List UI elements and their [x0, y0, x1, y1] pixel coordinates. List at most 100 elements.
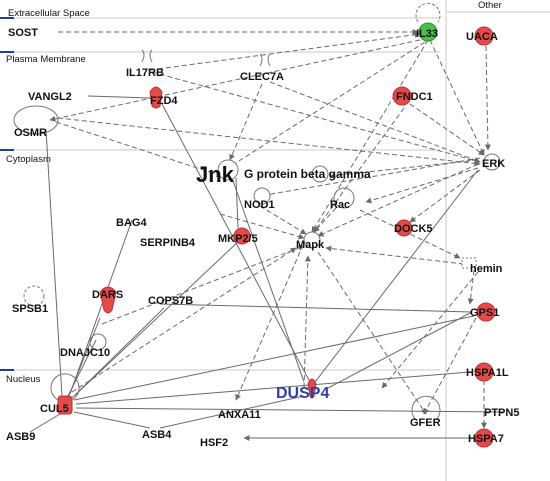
node-rac[interactable]: Rac	[330, 187, 355, 211]
edge-cul5-asb4	[73, 411, 151, 429]
node-fndc1[interactable]: FNDC1	[392, 86, 433, 106]
node-label-dnajc10: DNAJC10	[60, 347, 110, 359]
node-dusp4[interactable]: DUSP4	[276, 378, 329, 402]
node-hemin[interactable]: hemin	[461, 257, 503, 275]
edge-il17rb-il33	[149, 31, 421, 71]
node-mapk[interactable]: Mapk	[296, 231, 325, 251]
node-jnk[interactable]: Jnk	[196, 159, 239, 187]
node-label-hspa1l: HSPA1L	[466, 367, 509, 379]
node-shape-il33	[418, 22, 438, 42]
node-label-dusp4: DUSP4	[276, 385, 329, 402]
node-uaca[interactable]: UACA	[466, 26, 498, 46]
node-serpinb4[interactable]: SERPINB4	[140, 237, 196, 249]
edge-il33-mapk	[311, 39, 429, 233]
edge-clec7a-jnk	[229, 83, 263, 161]
node-label-vangl2: VANGL2	[28, 91, 72, 103]
edge-cul5-asb9	[29, 413, 61, 433]
node-asb9[interactable]: ASB9	[6, 431, 35, 443]
node-label-hsf2: HSF2	[200, 437, 228, 449]
node-label-fzd4: FZD4	[150, 95, 178, 107]
node-il17rb[interactable]: IL17RB	[126, 49, 164, 79]
edge-dars-cul5	[67, 317, 101, 399]
node-asb4[interactable]: ASB4	[142, 429, 172, 441]
node-vangl2[interactable]: VANGL2	[28, 91, 72, 103]
node-dnajc10[interactable]: DNAJC10	[60, 333, 110, 359]
node-shape-erk	[483, 153, 501, 171]
node-erk[interactable]: ERK	[482, 153, 505, 171]
receptor-shape-il17rb	[141, 49, 153, 63]
edge-il33-osmr	[49, 39, 421, 122]
node-osmr[interactable]: OSMR	[13, 105, 59, 139]
edge-il33-erk	[429, 39, 485, 156]
node-label-asb4: ASB4	[142, 429, 172, 441]
node-label-cops7b: COPS7B	[148, 295, 193, 307]
edge-hspa1l-cul5	[75, 371, 471, 405]
node-gfer[interactable]: GFER	[410, 395, 441, 429]
node-shape-hspa7	[474, 428, 494, 448]
node-cul5[interactable]: CUL5	[40, 373, 80, 415]
node-shape-fzd4	[149, 86, 163, 109]
edge-erk-dusp4	[311, 169, 479, 387]
edge-gps1-gfer	[423, 317, 477, 415]
node-anxa11[interactable]: ANXA11	[218, 409, 261, 421]
edge-nod1-mapk	[259, 205, 307, 235]
node-nod1[interactable]: NOD1	[244, 187, 275, 211]
node-label-fndc1: FNDC1	[396, 91, 433, 103]
edge-vangl2-fzd4	[87, 95, 151, 99]
edge-rac-hemin	[359, 209, 461, 259]
edge-cul5-mapk	[71, 247, 297, 393]
edge-jnk-mkp25	[235, 177, 239, 229]
edge-osmr-jnk	[55, 121, 223, 178]
edge-osmr-erk	[57, 117, 481, 167]
dashed-edges	[49, 29, 491, 429]
node-bag4[interactable]: BAG4	[116, 217, 147, 229]
node-clec7a[interactable]: CLEC7A	[240, 53, 284, 83]
edge-gps1-dusp4	[327, 311, 473, 389]
self-loop-il33	[415, 2, 441, 23]
edge-erk-mapk	[317, 163, 479, 237]
node-label-bag4: BAG4	[116, 217, 147, 229]
region-label-plasma-membrane: Plasma Membrane	[6, 54, 86, 65]
node-gpbg[interactable]: G protein beta gamma	[244, 165, 371, 183]
edge-hemin-dusp4	[381, 271, 479, 389]
node-fzd4[interactable]: FZD4	[149, 86, 178, 109]
edge-jnk-dusp4	[231, 177, 305, 383]
node-hsf2[interactable]: HSF2	[200, 437, 228, 449]
node-label-nod1: NOD1	[244, 199, 275, 211]
edge-il33-jnk	[227, 41, 426, 169]
node-shape-dars	[99, 286, 117, 314]
node-sost[interactable]: SOST	[8, 27, 38, 39]
node-label-spsb1: SPSB1	[12, 303, 48, 315]
node-spsb1[interactable]: SPSB1	[12, 285, 48, 315]
node-hspa1l[interactable]: HSPA1L	[466, 362, 509, 382]
node-shape-gpbg	[311, 165, 329, 183]
node-shape-osmr	[13, 105, 59, 135]
node-gps1[interactable]: GPS1	[470, 302, 499, 322]
node-dars[interactable]: DARS	[92, 286, 123, 314]
region-label-extracellular: Extracellular Space	[8, 8, 90, 19]
node-cops7b[interactable]: COPS7B	[148, 295, 193, 307]
node-shape-mapk	[303, 231, 321, 249]
node-label-clec7a: CLEC7A	[240, 71, 284, 83]
node-mkp25[interactable]: MKP2/5	[218, 227, 258, 245]
region-label-cytoplasm: Cytoplasm	[6, 154, 51, 165]
edge-hemin-mapk	[325, 245, 465, 265]
node-label-dars: DARS	[92, 289, 123, 301]
node-label-serpinb4: SERPINB4	[140, 237, 196, 249]
edge-cul5-ptpn5	[75, 407, 505, 413]
edge-fndc1-erk	[409, 103, 485, 156]
node-il33[interactable]: IL33	[415, 2, 441, 42]
node-shape-fndc1	[392, 86, 412, 106]
edge-bag4-cul5	[69, 219, 133, 395]
edge-dusp4-mapk	[303, 255, 311, 389]
node-dock5[interactable]: DOCK5	[394, 219, 433, 237]
node-hspa7[interactable]: HSPA7	[468, 428, 504, 448]
edge-gps1-cul5	[73, 315, 475, 401]
edge-hemin-gps1	[467, 269, 475, 305]
edge-dusp4-asb4	[159, 395, 305, 429]
edge-mapk-anxa11	[235, 251, 301, 401]
node-label-mkp25: MKP2/5	[218, 233, 258, 245]
solid-edges	[29, 95, 505, 441]
node-ptpn5[interactable]: PTPN5	[484, 407, 519, 419]
